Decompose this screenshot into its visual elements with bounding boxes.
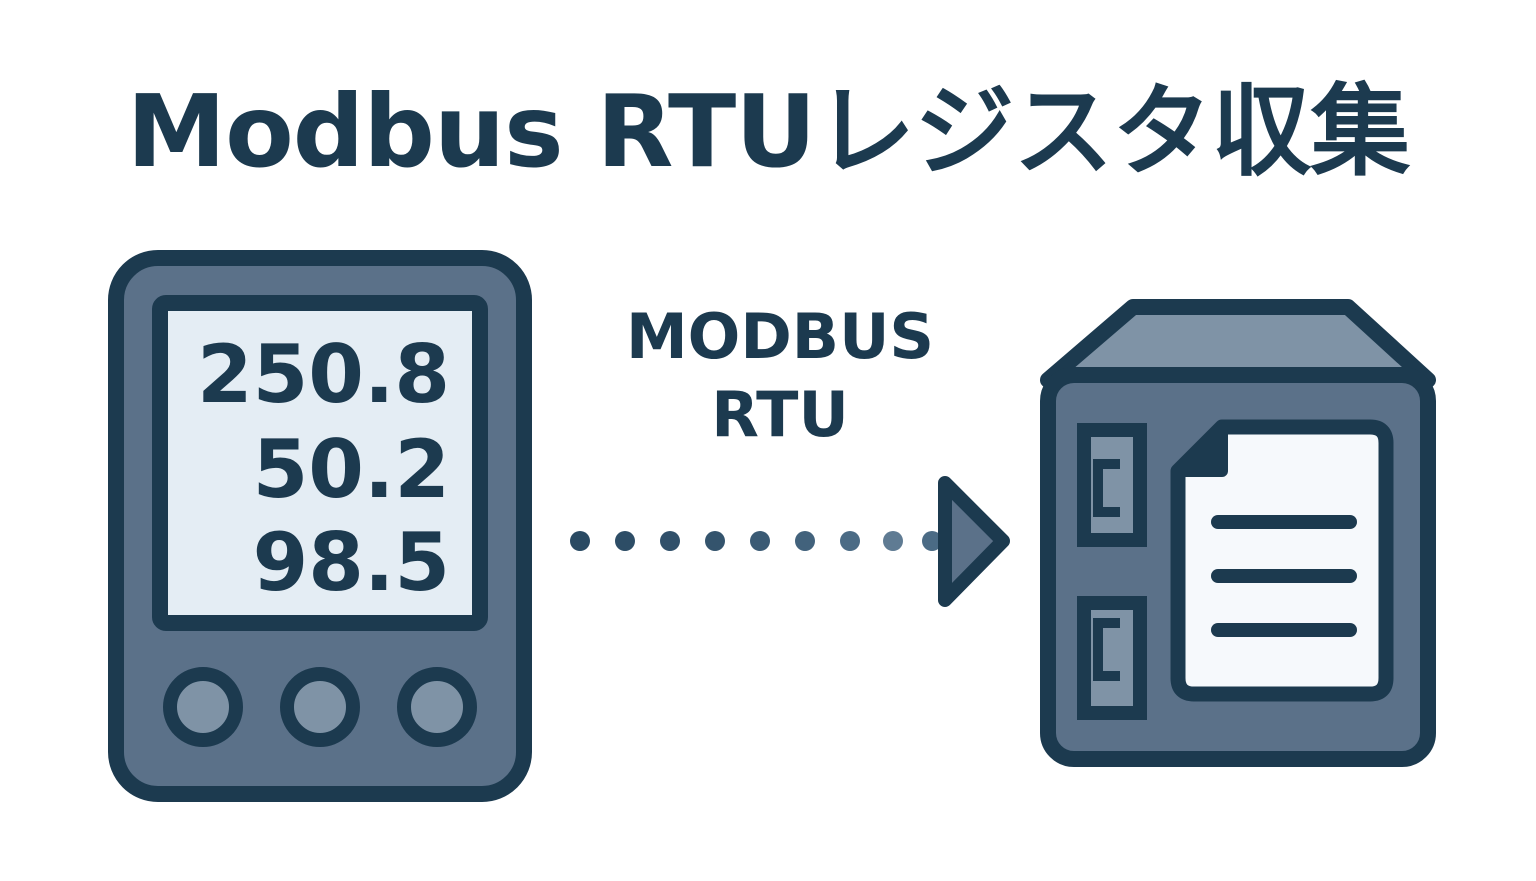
collector-slot-1-mark [1093,459,1120,517]
arrow-dot [922,531,942,551]
collector-slot-2-mark [1093,618,1120,681]
power-meter-icon: 250.8 50.2 98.5 [108,250,532,802]
protocol-label-line2: RTU [711,378,849,451]
document-fold [1172,421,1228,477]
page-title: Modbus RTUレジスタ収集 [126,73,1411,190]
document-icon [1170,419,1394,702]
meter-buttons [163,667,477,747]
arrow-dot [570,531,590,551]
arrow-dot [615,531,635,551]
arrow-dot [883,531,903,551]
arrow-head [938,476,1010,607]
collector-slot-1 [1077,423,1147,547]
arrow-dot [705,531,725,551]
protocol-label-line1: MODBUS [625,300,935,373]
dotted-arrow-icon [570,476,1010,607]
meter-button-1[interactable] [163,667,243,747]
meter-reading-3: 98.5 [253,516,450,609]
meter-button-3[interactable] [397,667,477,747]
protocol-label: MODBUS RTU [580,298,980,454]
meter-screen [152,295,488,631]
meter-button-2[interactable] [280,667,360,747]
arrow-dot [795,531,815,551]
data-collector-icon [1040,299,1436,767]
meter-reading-1: 250.8 [197,328,450,421]
meter-reading-2: 50.2 [253,423,450,516]
arrow-dot [840,531,860,551]
arrow-dot [750,531,770,551]
arrow-dot [660,531,680,551]
